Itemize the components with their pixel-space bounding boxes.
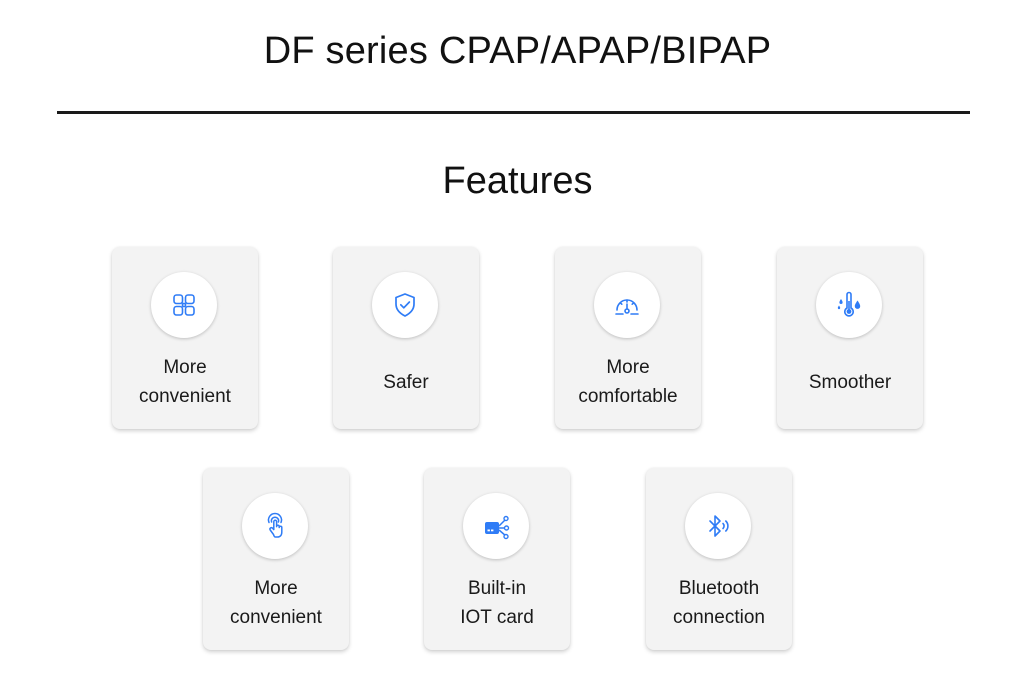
feature-label-line2: convenient bbox=[139, 386, 231, 407]
feature-label-line1: Smoother bbox=[808, 371, 892, 393]
icon-circle bbox=[816, 272, 882, 338]
icon-circle bbox=[463, 493, 529, 559]
feature-label-line2: comfortable bbox=[578, 386, 678, 407]
feature-label-line2: connection bbox=[673, 607, 765, 628]
feature-label: Safer bbox=[333, 347, 479, 417]
touch-icon bbox=[260, 511, 290, 541]
feature-label: Built-in IOT card bbox=[424, 568, 570, 638]
icon-circle bbox=[594, 272, 660, 338]
feature-card-more-comfortable: More comfortable bbox=[555, 247, 701, 429]
feature-label-line1: Safer bbox=[383, 371, 429, 393]
shield-check-icon bbox=[390, 290, 420, 320]
feature-label: More convenient bbox=[112, 347, 258, 417]
grid-icon bbox=[169, 290, 199, 320]
thermometer-droplet-icon bbox=[834, 290, 864, 320]
feature-card-bluetooth-connection: Bluetooth connection bbox=[646, 468, 792, 650]
feature-label-line1: More bbox=[606, 357, 650, 378]
icon-circle bbox=[151, 272, 217, 338]
feature-label: Bluetooth connection bbox=[646, 568, 792, 638]
title-divider bbox=[57, 111, 970, 114]
page-title: DF series CPAP/APAP/BIPAP bbox=[263, 30, 772, 72]
gauge-icon bbox=[612, 290, 642, 320]
feature-card-more-convenient-touch: More convenient bbox=[203, 468, 349, 650]
feature-label-line1: More bbox=[254, 578, 298, 599]
feature-label: More convenient bbox=[203, 568, 349, 638]
feature-label-line2: IOT card bbox=[460, 607, 534, 628]
bluetooth-icon bbox=[703, 511, 733, 541]
section-title: Features bbox=[442, 160, 593, 202]
feature-label-line1: Built-in bbox=[467, 578, 527, 599]
feature-label-line1: More bbox=[163, 357, 207, 378]
icon-circle bbox=[242, 493, 308, 559]
feature-label: More comfortable bbox=[555, 347, 701, 417]
icon-circle bbox=[372, 272, 438, 338]
feature-card-safer: Safer bbox=[333, 247, 479, 429]
iot-card-icon bbox=[481, 511, 511, 541]
feature-label-line2: convenient bbox=[230, 607, 322, 628]
feature-card-smoother: Smoother bbox=[777, 247, 923, 429]
feature-card-built-in-iot-card: Built-in IOT card bbox=[424, 468, 570, 650]
feature-label-line1: Bluetooth bbox=[678, 578, 760, 599]
icon-circle bbox=[685, 493, 751, 559]
feature-card-more-convenient: More convenient bbox=[112, 247, 258, 429]
feature-label: Smoother bbox=[777, 347, 923, 417]
